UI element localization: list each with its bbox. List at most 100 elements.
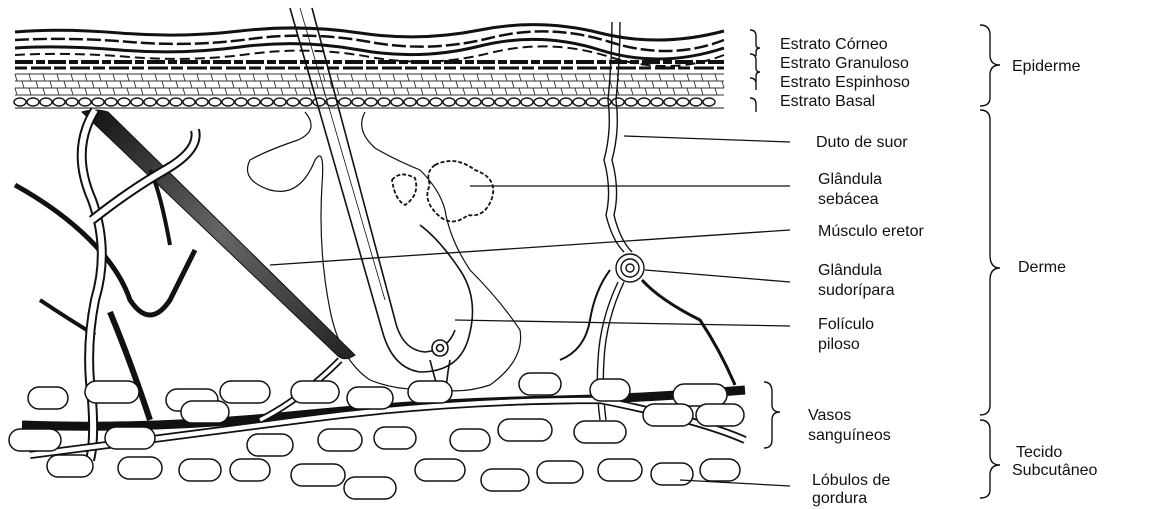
- fat-lobule: [28, 387, 68, 409]
- basal-cell: [248, 98, 260, 106]
- basal-cell: [209, 98, 221, 106]
- fat-lobule: [291, 381, 339, 403]
- basal-cell: [235, 98, 247, 106]
- fat-lobule: [700, 459, 740, 481]
- label-epiderme: Epiderme: [1012, 58, 1081, 75]
- label-tecido: Tecido: [1016, 444, 1062, 461]
- basal-cell: [612, 98, 624, 106]
- basal-cell: [378, 98, 390, 106]
- arrector-muscle-shape: [82, 110, 355, 359]
- fat-lobule: [291, 464, 345, 486]
- fat-lobule: [105, 427, 155, 449]
- label-estrato-granuloso: Estrato Granuloso: [780, 55, 909, 72]
- basal-cell: [482, 98, 494, 106]
- fat-lobule: [498, 419, 552, 441]
- basal-cell: [703, 98, 715, 106]
- basal-cell: [469, 98, 481, 106]
- fat-lobule: [590, 379, 630, 401]
- fat-lobule: [415, 459, 465, 481]
- basal-cell: [443, 98, 455, 106]
- fat-lobule: [179, 459, 221, 481]
- basal-cell: [196, 98, 208, 106]
- label-derme: Derme: [1018, 259, 1066, 276]
- label-musculo-eretor: Músculo eretor: [818, 223, 924, 240]
- basal-cell: [391, 98, 403, 106]
- basal-cell: [495, 98, 507, 106]
- basal-cell: [287, 98, 299, 106]
- basal-cell: [521, 98, 533, 106]
- basal-cell: [222, 98, 234, 106]
- basal-cell: [677, 98, 689, 106]
- fat-lobule: [318, 429, 362, 451]
- fat-lobule: [374, 427, 416, 449]
- label-estrato-espinhoso: Estrato Espinhoso: [780, 74, 910, 91]
- label-estrato-basal: Estrato Basal: [780, 93, 875, 110]
- basal-cell: [261, 98, 273, 106]
- basal-cell: [118, 98, 130, 106]
- fat-lobule: [47, 455, 93, 477]
- fat-lobule: [230, 459, 270, 481]
- label-foliculo-piloso-1: Folículo: [818, 316, 874, 333]
- fat-lobule: [347, 387, 393, 409]
- label-estrato-corneo: Estrato Córneo: [780, 36, 888, 53]
- fat-lobule: [9, 429, 61, 451]
- label-subcutaneo: Subcutâneo: [1012, 462, 1098, 479]
- sebaceous-gland-shape: [392, 161, 493, 222]
- label-glandula-sudoripara-1: Glândula: [818, 262, 882, 279]
- fat-lobules-shape: [9, 373, 744, 499]
- fat-lobule: [481, 469, 529, 491]
- fat-lobule: [673, 384, 727, 406]
- basal-cell: [53, 98, 65, 106]
- basal-cell: [417, 98, 429, 106]
- fat-lobule: [643, 404, 693, 426]
- label-glandula-sebacea-2: sebácea: [818, 191, 879, 208]
- fat-lobule: [344, 477, 396, 499]
- label-vasos-sanguineos-2: sanguíneos: [808, 427, 891, 444]
- basal-cell: [404, 98, 416, 106]
- fat-lobule: [181, 401, 229, 423]
- basal-cell: [586, 98, 598, 106]
- basal-cell: [560, 98, 572, 106]
- basal-cell: [339, 98, 351, 106]
- label-lobulos-de-gordura-2: gordura: [812, 490, 867, 507]
- stratum-granulosum-shape: [15, 62, 724, 68]
- basal-cell: [170, 98, 182, 106]
- label-foliculo-piloso-2: piloso: [818, 336, 860, 353]
- basal-cell: [664, 98, 676, 106]
- fat-lobule: [220, 381, 270, 403]
- label-duto-de-suor: Duto de suor: [816, 134, 908, 151]
- basal-cell: [638, 98, 650, 106]
- basal-cell: [365, 98, 377, 106]
- fat-lobule: [537, 461, 583, 483]
- basal-cell: [144, 98, 156, 106]
- basal-cell: [300, 98, 312, 106]
- basal-cell: [14, 98, 26, 106]
- stratum-basale-shape: [14, 98, 715, 106]
- label-vasos-sanguineos-1: Vasos: [808, 407, 851, 424]
- basal-cell: [79, 98, 91, 106]
- basal-cell: [352, 98, 364, 106]
- fat-lobule: [450, 429, 490, 451]
- epidermis-layers: [14, 25, 724, 108]
- label-glandula-sudoripara-2: sudorípara: [818, 282, 895, 299]
- fat-lobule: [574, 421, 626, 443]
- basal-cell: [430, 98, 442, 106]
- basal-cell: [508, 98, 520, 106]
- basal-cell: [131, 98, 143, 106]
- fat-lobule: [598, 459, 642, 481]
- basal-cell: [690, 98, 702, 106]
- label-lobulos-de-gordura-1: Lóbulos de: [812, 472, 890, 489]
- label-glandula-sebacea-1: Glândula: [818, 171, 882, 188]
- basal-cell: [66, 98, 78, 106]
- basal-cell: [456, 98, 468, 106]
- basal-cell: [547, 98, 559, 106]
- basal-cell: [625, 98, 637, 106]
- basal-cell: [534, 98, 546, 106]
- fat-lobule: [85, 381, 139, 403]
- fat-lobule: [651, 463, 693, 485]
- fat-lobule: [519, 373, 561, 395]
- basal-cell: [92, 98, 104, 106]
- fat-lobule: [247, 434, 293, 456]
- basal-cell: [274, 98, 286, 106]
